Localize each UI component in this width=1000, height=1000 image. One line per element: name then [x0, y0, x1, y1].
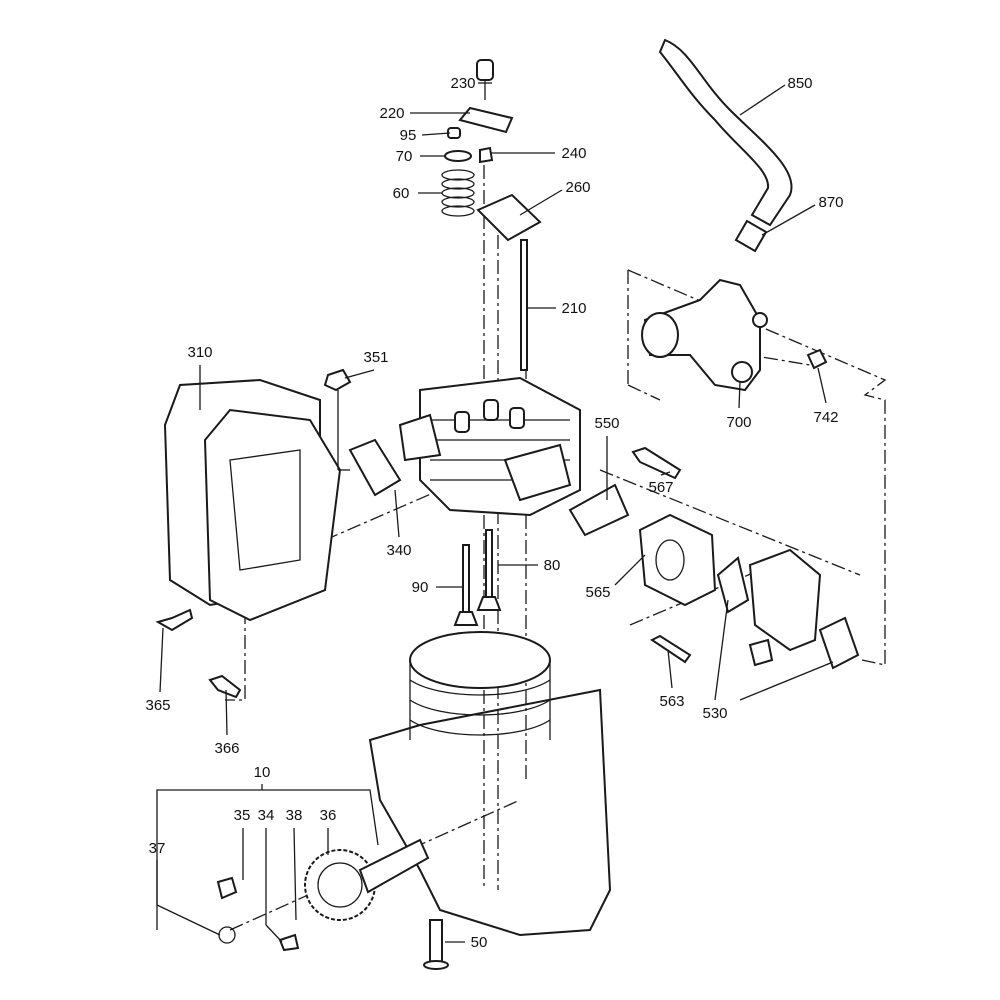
part-label-210: 210	[561, 300, 586, 317]
carburetor	[748, 548, 822, 667]
part-label-38: 38	[286, 807, 303, 824]
part-label-563: 563	[659, 693, 684, 710]
part-label-60: 60	[393, 185, 410, 202]
part-label-95: 95	[400, 127, 417, 144]
part-label-80: 80	[544, 557, 561, 574]
gasket-530b	[818, 616, 860, 670]
part-label-340: 340	[386, 542, 411, 559]
leader-lines	[156, 82, 834, 943]
part-label-351: 351	[363, 349, 388, 366]
part-label-565: 565	[585, 584, 610, 601]
part-label-90: 90	[412, 579, 429, 596]
part-label-37: 37	[149, 840, 166, 857]
part-labels: 230 220 95 70 240 60 260 850 870 210 310 351 700 742 5…	[145, 75, 843, 951]
crankcase	[368, 631, 612, 937]
part-label-567: 567	[648, 479, 673, 496]
rocker-assembly	[441, 59, 542, 371]
part-label-260: 260	[565, 179, 590, 196]
part-label-35: 35	[234, 807, 251, 824]
part-label-870: 870	[818, 194, 843, 211]
part-label-850: 850	[787, 75, 812, 92]
part-label-700: 700	[726, 414, 751, 431]
part-label-10: 10	[254, 764, 271, 781]
part-label-34: 34	[258, 807, 275, 824]
part-label-742: 742	[813, 409, 838, 426]
part-label-220: 220	[379, 105, 404, 122]
part-label-310: 310	[187, 344, 212, 361]
part-label-70: 70	[396, 148, 413, 165]
valves	[453, 529, 502, 626]
part-label-50: 50	[471, 934, 488, 951]
part-label-36: 36	[320, 807, 337, 824]
insulator-565	[638, 513, 717, 607]
camshaft-gear	[216, 838, 449, 970]
gasket-340	[348, 438, 402, 497]
nut-742	[806, 348, 828, 370]
intake-elbow-700	[641, 278, 768, 392]
cylinder-head	[398, 376, 581, 517]
part-label-366: 366	[214, 740, 239, 757]
hose-850	[658, 38, 793, 253]
bolts	[155, 368, 692, 699]
part-label-240: 240	[561, 145, 586, 162]
gasket-530a	[716, 556, 750, 614]
valve-spring	[441, 169, 475, 217]
muffler-310	[163, 378, 342, 622]
part-label-530: 530	[702, 705, 727, 722]
part-label-365: 365	[145, 697, 170, 714]
part-label-230: 230	[450, 75, 475, 92]
part-label-550: 550	[594, 415, 619, 432]
gasket-550	[568, 483, 630, 537]
